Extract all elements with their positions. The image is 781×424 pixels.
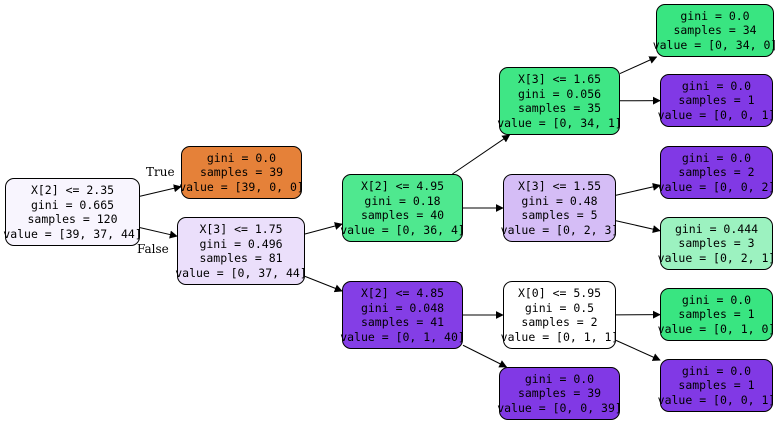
node-line: gini = 0.0	[524, 371, 595, 386]
node-line: gini = 0.0	[681, 78, 752, 93]
edge-n0-n1	[139, 184, 182, 197]
node-line: samples = 2	[678, 165, 755, 180]
edge-n2-n3	[304, 222, 343, 235]
node-line: value = [39, 37, 44]	[3, 226, 142, 241]
node-line: gini = 0.0	[680, 8, 750, 23]
edge-n4-n8	[462, 344, 508, 368]
node-line: gini = 0.5	[524, 300, 595, 315]
node-line: X[3] <= 1.65	[517, 72, 602, 86]
node-line: value = [0, 36, 4]	[340, 222, 465, 237]
edge-n6-n12	[615, 220, 661, 234]
node-line: gini = 0.048	[360, 300, 445, 315]
node-line: samples = 1	[678, 307, 755, 322]
node-line: value = [0, 1, 40]	[340, 329, 465, 344]
node-line: gini = 0.496	[199, 236, 283, 251]
node-line: value = [0, 34, 0]	[652, 37, 778, 52]
node-line: X[3] <= 1.75	[199, 222, 283, 236]
node-line: value = [0, 0, 1]	[657, 392, 776, 407]
node-line: gini = 0.0	[681, 292, 752, 307]
node-line: gini = 0.48	[521, 193, 598, 208]
node-line: value = [0, 0, 2]	[657, 179, 776, 194]
node-line: samples = 1	[678, 378, 755, 393]
edge-label-false: False	[137, 242, 169, 256]
node-line: X[2] <= 2.35	[30, 183, 115, 197]
edge-label-true: True	[146, 165, 175, 179]
edge-n3-n5	[452, 134, 511, 175]
node-line: gini = 0.444	[674, 221, 759, 236]
node-line: X[2] <= 4.85	[360, 286, 445, 300]
node-line: samples = 2	[521, 315, 598, 329]
node-line: samples = 41	[360, 315, 445, 329]
node-line: value = [0, 1, 0]	[657, 321, 776, 336]
node-line: X[2] <= 4.95	[360, 179, 445, 193]
node-line: value = [0, 34, 1]	[497, 115, 622, 130]
node-line: value = [39, 0, 0]	[179, 179, 304, 194]
node-line: value = [0, 37, 44]	[175, 265, 307, 280]
node-line: value = [0, 2, 3]	[500, 222, 619, 237]
node-line: value = [0, 2, 1]	[657, 250, 776, 265]
node-line: samples = 81	[199, 251, 283, 265]
node-line: value = [0, 0, 39]	[497, 400, 622, 415]
node-line: samples = 35	[517, 101, 602, 115]
node-line: gini = 0.665	[30, 197, 115, 212]
edge-n5-n9	[619, 56, 658, 75]
node-line: gini = 0.0	[206, 150, 277, 165]
edge-n2-n4	[304, 275, 343, 293]
node-line: samples = 120	[27, 212, 118, 226]
node-line: samples = 34	[673, 23, 757, 38]
edge-n7-n14	[615, 339, 661, 361]
node-line: value = [0, 0, 1]	[657, 107, 776, 122]
node-line: samples = 1	[678, 93, 755, 108]
node-line: samples = 39	[517, 386, 602, 401]
node-line: samples = 5	[521, 208, 598, 222]
node-line: X[0] <= 5.95	[517, 286, 602, 300]
edge-n0-n2	[139, 227, 178, 239]
node-line: samples = 40	[360, 208, 445, 222]
node-line: gini = 0.0	[681, 150, 752, 165]
node-line: gini = 0.0	[681, 363, 752, 378]
node-line: X[3] <= 1.55	[517, 179, 602, 193]
node-line: value = [0, 1, 1]	[500, 329, 619, 344]
node-line: samples = 39	[199, 165, 284, 180]
node-line: gini = 0.056	[517, 86, 602, 101]
edge-n6-n11	[615, 182, 661, 196]
node-line: samples = 3	[678, 236, 755, 251]
node-line: gini = 0.18	[364, 193, 441, 208]
